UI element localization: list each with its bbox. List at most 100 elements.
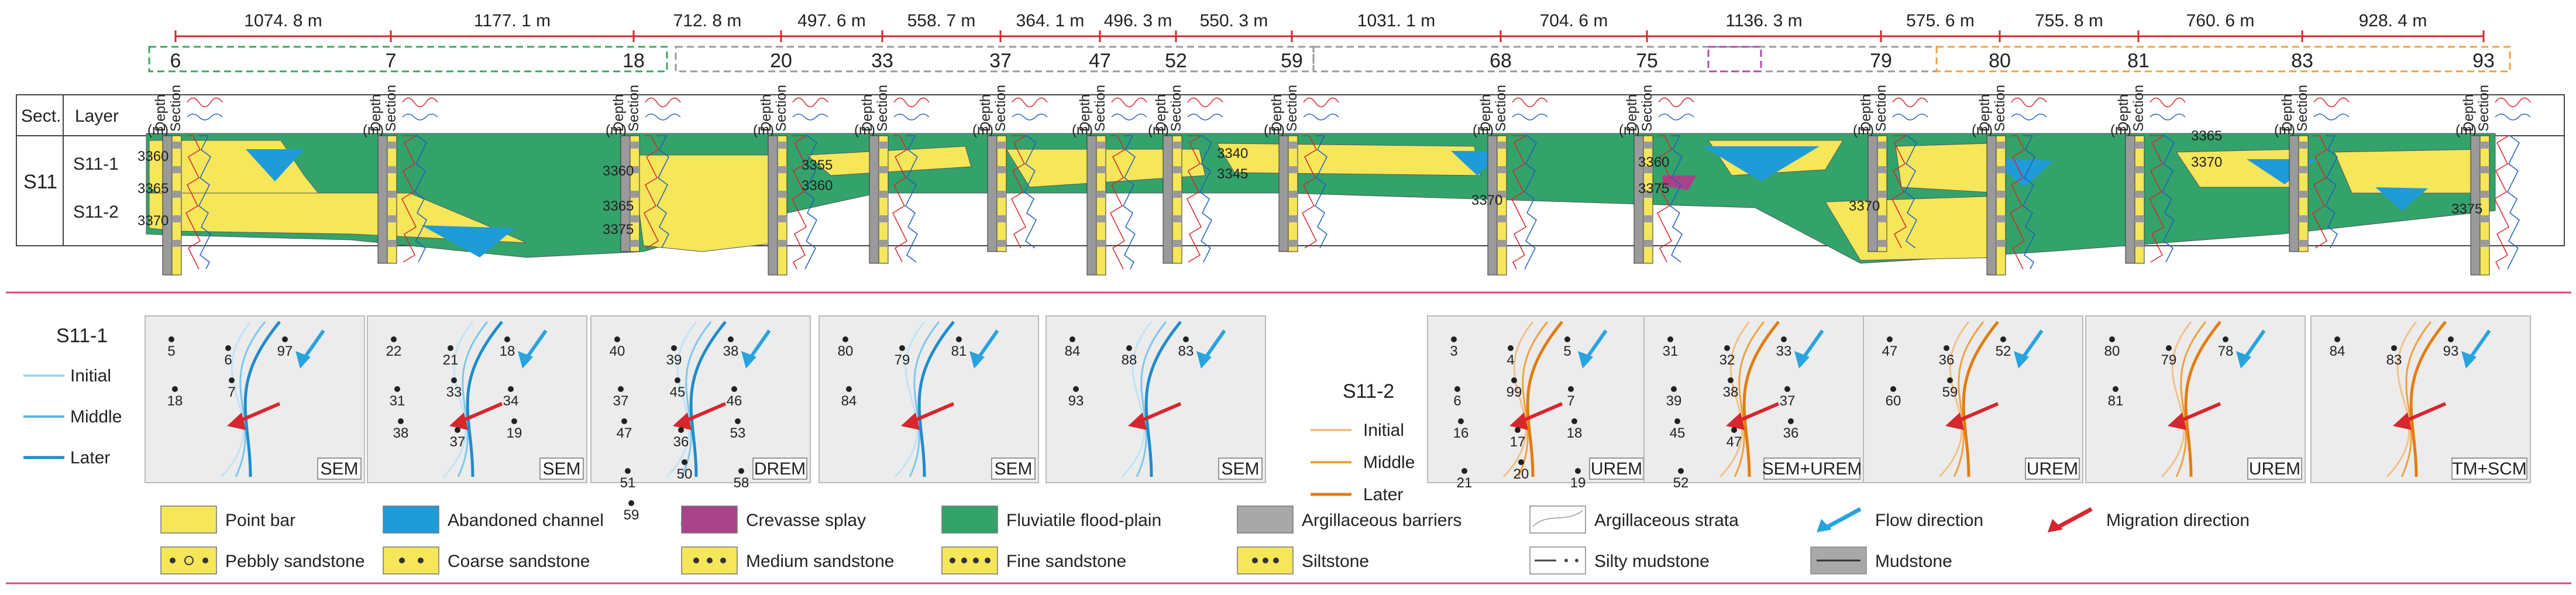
well-dot-label: 5 — [167, 343, 175, 359]
map-panel-label: TM+SCM — [2452, 459, 2527, 479]
header-layer: Layer — [75, 106, 119, 126]
well-number: 80 — [1989, 50, 2011, 72]
legend-later: Later — [70, 448, 110, 467]
map-panel: 4039383745464736535150585960DREM — [590, 315, 811, 532]
depth-label: 3365 — [137, 181, 168, 197]
well-dot-label: 53 — [730, 425, 746, 441]
well-dot-label: 51 — [620, 475, 636, 491]
legend-item: Argillaceous strata — [1529, 505, 1739, 534]
legend-item: Fine sandstone — [941, 546, 1126, 575]
header-section: Section — [773, 85, 789, 132]
map-panel-label: SEM — [542, 459, 580, 479]
well-dot-label: 6 — [1453, 393, 1461, 409]
well-dot — [1458, 418, 1464, 424]
header-section: Section — [383, 85, 399, 132]
well-number: 37 — [989, 50, 1012, 72]
well-dot-label: 39 — [666, 352, 682, 368]
well-dot-label: 84 — [1065, 343, 1081, 359]
map-panel-label: SEM+UREM — [1762, 459, 1862, 479]
well-dot — [448, 345, 453, 351]
well-dot-label: 97 — [277, 343, 293, 359]
legend-label: Flow direction — [1875, 511, 1983, 530]
well-dot-label: 78 — [2218, 343, 2234, 359]
well-dot-label: 37 — [1780, 393, 1796, 409]
well-dot-label: 47 — [1882, 343, 1898, 359]
well-dot — [1724, 345, 1730, 351]
layer-s11-2: S11-2 — [73, 202, 119, 222]
legend-item: Crevasse splay — [681, 505, 866, 534]
depth-label: 3360 — [1638, 154, 1669, 170]
header-section: Section — [626, 85, 642, 132]
well-dot — [2334, 336, 2340, 342]
map-panel-label: SEM — [994, 459, 1032, 479]
section-name: S11 — [23, 171, 57, 193]
well-dot — [735, 418, 741, 424]
well-dot — [1788, 418, 1794, 424]
header-depth: Depth — [1624, 94, 1640, 132]
depth-label: 3355 — [802, 157, 833, 173]
well-dot-label: 17 — [1510, 434, 1526, 450]
abandoned-channel-4 — [1703, 146, 1820, 181]
well-dot-label: 19 — [507, 425, 522, 441]
well-dot — [2000, 336, 2006, 342]
well-dot-label: 31 — [390, 393, 405, 409]
well-dot — [172, 386, 178, 392]
well-dot — [455, 427, 460, 433]
well-dot — [1947, 377, 1953, 383]
well-dot-label: 37 — [450, 434, 466, 450]
header-section: Section — [1092, 85, 1108, 132]
well-dot-label: 33 — [446, 384, 462, 400]
header-depth: Depth — [1858, 94, 1874, 132]
well-dot — [1674, 418, 1680, 424]
legend-item: Coarse sandstone — [383, 546, 590, 575]
well-dot-label: 99 — [1507, 384, 1522, 400]
depth-label: 3365 — [603, 198, 634, 214]
distance-label: 364. 1 m — [1016, 11, 1085, 30]
well-dot-label: 60 — [1886, 393, 1901, 409]
maps-s11-1-title: S11-1 — [56, 325, 108, 347]
legend-middle: Middle — [1363, 453, 1415, 472]
distance-label: 704. 6 m — [1540, 11, 1608, 30]
distance-label: 755. 8 m — [2035, 11, 2103, 30]
well-dot — [1575, 468, 1581, 474]
well-dot — [508, 386, 514, 392]
depth-label: 3375 — [603, 222, 634, 238]
legend-label: Fluviatile flood-plain — [1006, 511, 1161, 530]
legend-item: Siltstone — [1237, 546, 1369, 575]
well-dot-label: 83 — [2386, 352, 2402, 368]
abandoned-channel-7 — [2375, 187, 2428, 211]
map-panel-label: UREM — [2027, 459, 2078, 479]
depth-label: 3345 — [1217, 166, 1248, 182]
point-bar-11 — [2334, 149, 2487, 194]
well-dot — [398, 418, 404, 424]
distance-label: 760. 6 m — [2186, 11, 2255, 30]
well-dot — [225, 345, 231, 351]
cross-section — [146, 133, 2496, 264]
well-number: 68 — [1490, 50, 1512, 72]
legend-item: Point bar — [160, 505, 295, 534]
legend-item: Fluviatile flood-plain — [941, 505, 1161, 534]
header-depth: Depth — [2279, 94, 2295, 132]
well-dot — [2109, 336, 2115, 342]
well-number: 47 — [1089, 50, 1111, 72]
well-dot — [1461, 468, 1467, 474]
well-number: 33 — [871, 50, 893, 72]
well-dot-label: 18 — [500, 343, 515, 359]
legend-label: Coarse sandstone — [448, 552, 590, 571]
maps-s11-2-title: S11-2 — [1343, 380, 1394, 403]
well-number: 81 — [2127, 50, 2149, 72]
well-dot — [675, 377, 680, 383]
well-dot — [618, 386, 624, 392]
legend-item: Pebbly sandstone — [160, 546, 365, 575]
header-depth: Depth — [1478, 94, 1494, 132]
legend-item: Medium sandstone — [681, 546, 894, 575]
well-dot-label: 36 — [1783, 425, 1799, 441]
